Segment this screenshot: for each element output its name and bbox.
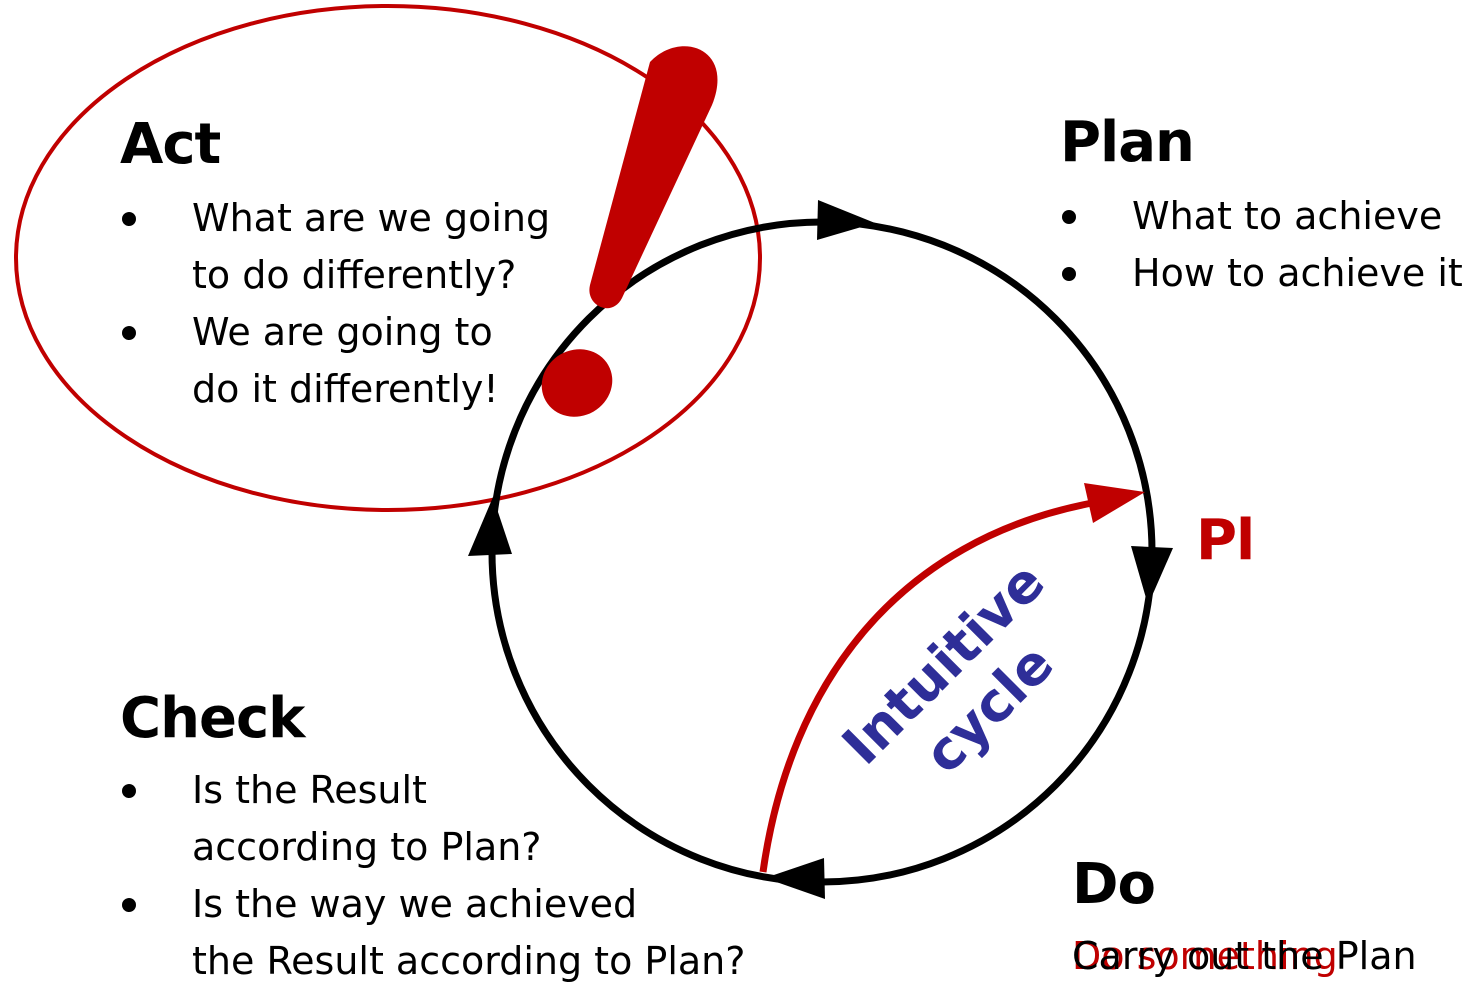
act-highlight-ellipse (14, 4, 762, 512)
check-bullet-2: Is the way we achieved the Result accord… (122, 876, 745, 990)
bullet-dot (1062, 210, 1076, 224)
check-bullet-2-line2: the Result according to Plan? (192, 939, 746, 983)
check-heading: Check (120, 686, 305, 751)
arrow-to-do (1131, 546, 1173, 605)
check-bullet-1-line1: Is the Result (192, 768, 427, 812)
intuitive-arc (759, 499, 1093, 873)
act-bullet-1-line2: to do differently? (192, 253, 517, 297)
partial-plan-label: Pl (1196, 508, 1255, 573)
plan-bullet-2: How to achieve it (1062, 245, 1463, 302)
check-bullet-1-line2: according to Plan? (192, 825, 542, 869)
intuitive-arrowhead (1084, 483, 1145, 523)
do-text-black: Carry out the Plan (1072, 934, 1417, 978)
plan-bullet-1-text: What to achieve (1132, 194, 1443, 238)
do-heading: Do (1072, 852, 1156, 917)
exclamation-icon (541, 46, 718, 417)
bullet-dot (122, 784, 136, 798)
plan-bullet-2-text: How to achieve it (1132, 251, 1463, 295)
check-bullet-1: Is the Result according to Plan? (122, 762, 745, 876)
plan-bullets: What to achieve How to achieve it (1062, 188, 1463, 302)
act-bullet-2-line1: We are going to (192, 310, 493, 354)
act-bullet-2: We are going to do it differently! (122, 304, 550, 418)
bullet-dot (1062, 267, 1076, 281)
plan-heading: Plan (1060, 110, 1195, 175)
act-bullet-2-line2: do it differently! (192, 367, 499, 411)
check-bullets: Is the Result according to Plan? Is the … (122, 762, 745, 990)
arrow-to-plan (817, 200, 875, 240)
bullet-dot (122, 326, 136, 340)
act-bullets: What are we going to do differently? We … (122, 190, 550, 418)
act-bullet-1-line1: What are we going (192, 196, 551, 240)
do-text-red: Do something (1072, 934, 1338, 978)
act-heading: Act (120, 112, 221, 177)
arrow-to-act (468, 497, 512, 556)
arrow-to-check (765, 858, 825, 899)
plan-bullet-1: What to achieve (1062, 188, 1463, 245)
bullet-dot (122, 212, 136, 226)
bullet-dot (122, 898, 136, 912)
act-bullet-1: What are we going to do differently? (122, 190, 550, 304)
check-bullet-2-line1: Is the way we achieved (192, 882, 638, 926)
